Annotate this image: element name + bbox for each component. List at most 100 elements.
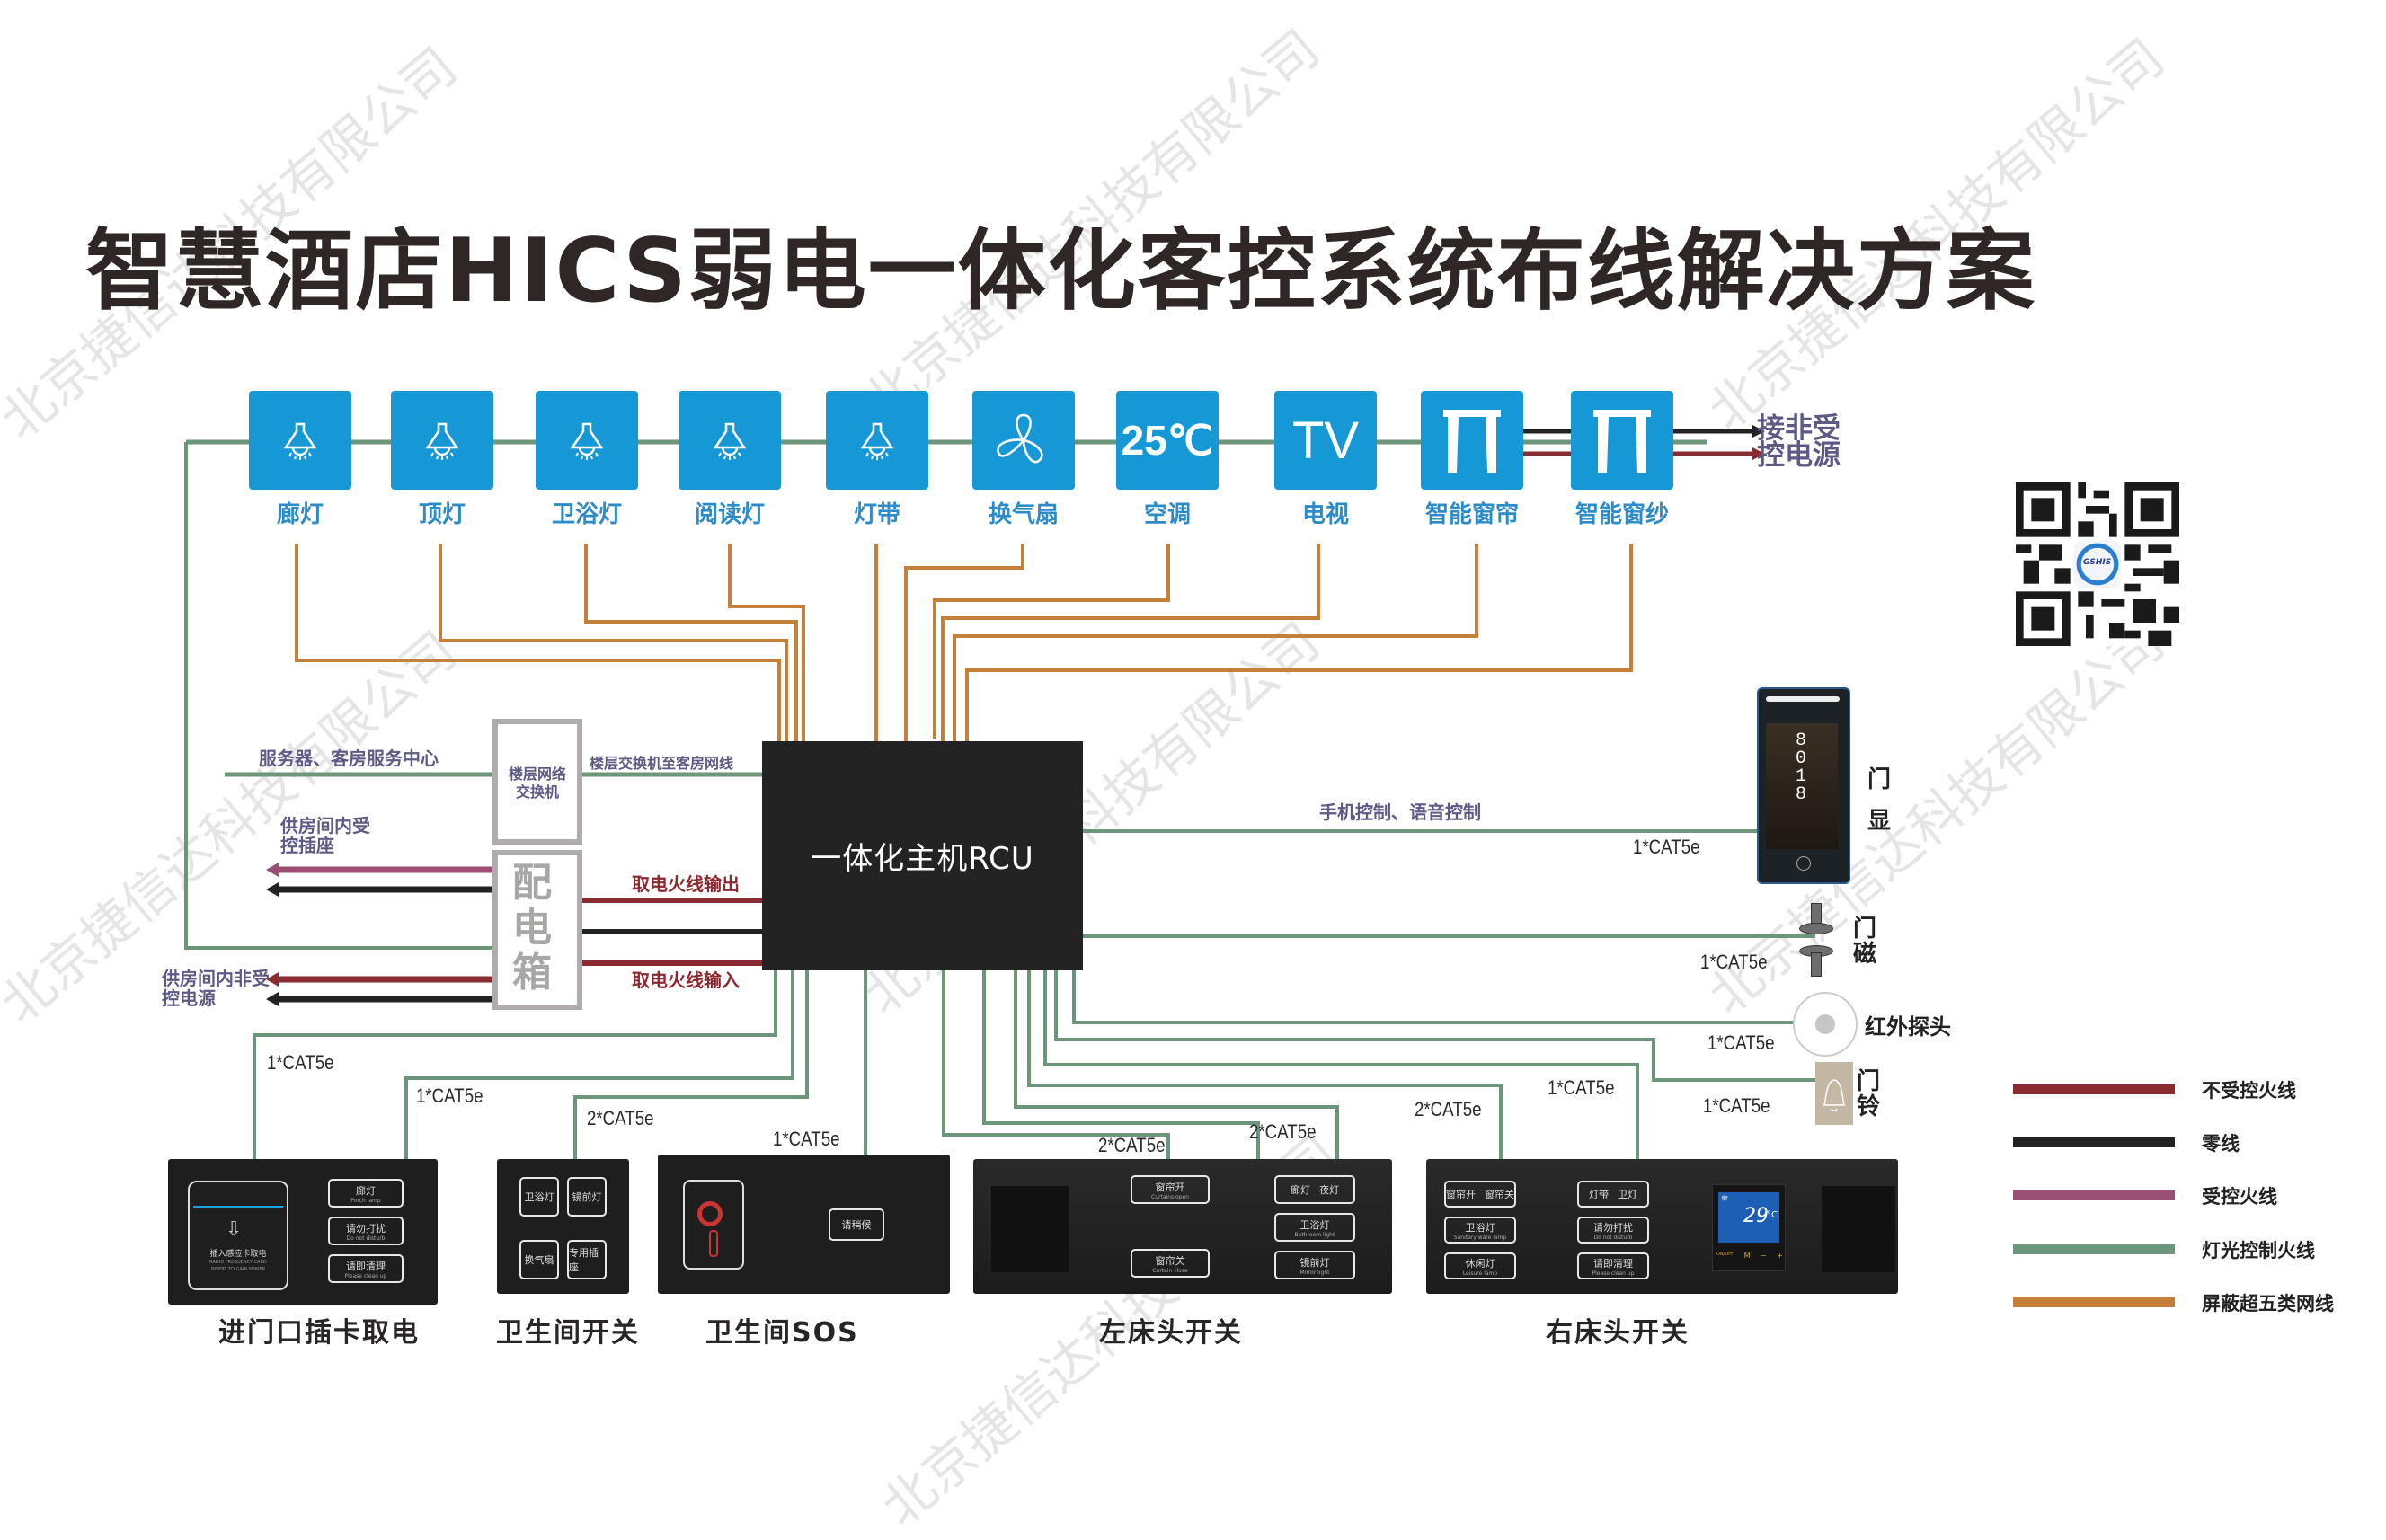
wire-right-bed-1 [1027, 970, 1503, 1159]
qr-code[interactable]: GSHIS [2016, 482, 2179, 646]
cable-label-bath-switch: 2*CAT5e [587, 1107, 654, 1129]
mirror-light-button[interactable]: 镜前灯 [567, 1177, 607, 1217]
right-bedside-caption: 右床头开关 [1546, 1317, 1690, 1349]
legend-swatch [2013, 1297, 2175, 1307]
door-magnet-label: 门磁 [1853, 916, 1877, 968]
please-wait-button[interactable]: 请稍候 [829, 1208, 884, 1241]
switch-to-room-label: 楼层交换机至客房网线 [590, 755, 734, 772]
wire-bath-switch [573, 970, 809, 1159]
strip-bath-light-button[interactable]: 灯带卫灯 [1577, 1181, 1649, 1208]
card-slot-cn: 插入感应卡取电 [209, 1250, 267, 1259]
wire-cat5e-porch [295, 544, 781, 741]
wire-doorbell [1054, 970, 1815, 1082]
door-magnet-icon [1797, 903, 1833, 979]
dedicated-socket-button[interactable]: 专用插座 [567, 1240, 607, 1279]
arrow-live-curtain [1752, 447, 1765, 460]
wire-cat5e-curtain [953, 544, 1478, 741]
legend-label: 不受控火线 [2202, 1080, 2296, 1102]
device-7-label: 电视 [1301, 501, 1349, 528]
sos-button[interactable] [683, 1180, 744, 1270]
power-socket[interactable] [991, 1186, 1069, 1272]
live-input-label: 取电火线输入 [632, 969, 740, 991]
device-8-label: 智能窗帘 [1424, 501, 1519, 528]
device-3-label: 阅读灯 [694, 501, 765, 528]
rcu-label: 一体化主机RCU [811, 841, 1034, 877]
device-0-box [249, 391, 351, 490]
bath-light-button[interactable]: 卫浴灯 [519, 1177, 559, 1217]
door-display: 8018 [1757, 687, 1850, 884]
thermostat-screen: ❄ 29 °C [1718, 1192, 1779, 1243]
ceiling-lamp-icon [273, 413, 327, 467]
device-4-label: 灯带 [853, 501, 900, 528]
curtain-icon [1591, 404, 1654, 476]
device-9-box [1571, 391, 1673, 490]
ceiling-lamp-icon [560, 413, 614, 467]
device-6-label: 空调 [1143, 501, 1191, 528]
curtain-icon [1441, 404, 1503, 476]
device-2-box [536, 391, 638, 490]
legend-swatch [2013, 1244, 2175, 1254]
door-display-label: 门显 [1867, 766, 1892, 835]
thermostat[interactable]: ❄ 29 °C ON/OFF M − + [1712, 1184, 1786, 1271]
card-slot-en2: INSERT TO GAIN POWER [210, 1267, 266, 1272]
device-0-label: 廊灯 [276, 501, 324, 528]
doorbell-icon [1815, 1062, 1853, 1125]
fan-button[interactable]: 换气扇 [519, 1240, 559, 1279]
snowflake-icon: ❄ [1721, 1194, 1729, 1204]
wire-lighting-control-left [184, 442, 492, 950]
wire-card-1 [253, 970, 777, 1159]
device-7-box: TV [1274, 391, 1377, 490]
thermostat-up-key[interactable]: + [1777, 1252, 1783, 1260]
cable-label-doorbell: 1*CAT5e [1703, 1094, 1770, 1117]
non-controlled-power-label: 供房间内非受控电源 [162, 968, 270, 1009]
card-slot[interactable]: ⇩ 插入感应卡取电 RADIO FREQUENCY CARD INSERT TO… [188, 1181, 288, 1290]
cable-label-ir-sensor: 1*CAT5e [1707, 1031, 1775, 1054]
thermostat-keys: ON/OFF M − + [1716, 1252, 1783, 1260]
wire-cat5e-tv [941, 544, 1320, 741]
device-2-label: 卫浴灯 [551, 501, 622, 528]
left-bedside-caption: 左床头开关 [1099, 1317, 1243, 1349]
cable-label-left-bed-1: 2*CAT5e [1098, 1134, 1166, 1156]
page-title: 智慧酒店HICS弱电一体化客控系统布线解决方案 [85, 220, 2036, 323]
wire-ir-sensor [1072, 970, 1811, 1024]
arrow-neutral-socket [266, 882, 279, 897]
cable-label-card-1: 1*CAT5e [267, 1051, 334, 1074]
mobile-voice-control-label: 手机控制、语音控制 [1319, 801, 1481, 823]
porch-night-lamp-button[interactable]: 廊灯夜灯 [1274, 1175, 1355, 1204]
wire-left-bed-2 [1014, 970, 1339, 1159]
wire-card-2 [404, 970, 794, 1159]
thermostat-mode-key[interactable]: M [1743, 1252, 1751, 1260]
curtain-open-close-button[interactable]: 窗帘开窗帘关 [1444, 1181, 1516, 1208]
legend-swatch [2013, 1084, 2175, 1094]
wire-left-bed-3 [942, 970, 1170, 1159]
controlled-socket-label: 供房间内受控插座 [280, 815, 370, 856]
thermostat-power-key[interactable]: ON/OFF [1716, 1252, 1734, 1257]
floor-switch-label: 楼层网络交换机 [508, 766, 566, 801]
power-socket[interactable] [1822, 1186, 1895, 1272]
device-3-box [679, 391, 781, 490]
live-output-label: 取电火线输出 [632, 873, 740, 895]
distribution-box-label: 配电箱 [512, 860, 552, 996]
card-slot-en1: RADIO FREQUENCY CARD [209, 1260, 267, 1265]
ceiling-lamp-icon [703, 413, 757, 467]
qr-pattern-icon [2016, 482, 2179, 646]
legend-label: 灯光控制火线 [2202, 1240, 2315, 1261]
arrow-noncontrolled-live [266, 972, 279, 987]
wire-cat5e-fan [904, 544, 1024, 741]
device-6-box: 25℃ [1116, 391, 1219, 490]
thermostat-down-key[interactable]: − [1761, 1252, 1767, 1260]
door-display-screen: 8018 [1766, 723, 1838, 849]
